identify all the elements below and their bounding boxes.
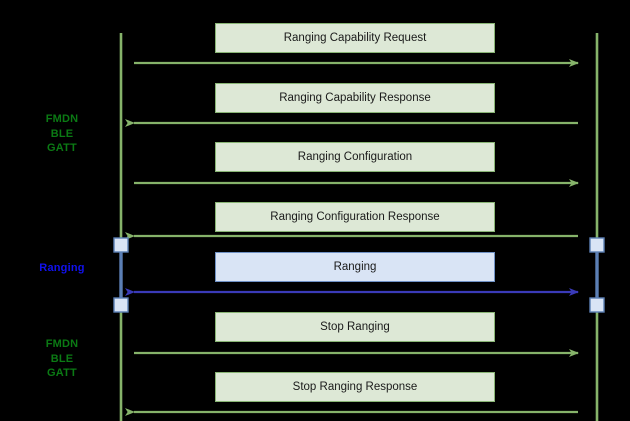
message-box-ranging-configuration: Ranging Configuration <box>215 142 495 172</box>
activation-left-start <box>113 237 129 253</box>
message-box-stop-ranging-response: Stop Ranging Response <box>215 372 495 402</box>
message-box-ranging-capability-request: Ranging Capability Request <box>215 23 495 53</box>
message-box-ranging: Ranging <box>215 252 495 282</box>
activation-left-end <box>113 297 129 313</box>
message-box-ranging-configuration-response: Ranging Configuration Response <box>215 202 495 232</box>
message-box-ranging-capability-response: Ranging Capability Response <box>215 83 495 113</box>
activation-right-end <box>589 297 605 313</box>
message-box-stop-ranging: Stop Ranging <box>215 312 495 342</box>
activation-right-start <box>589 237 605 253</box>
